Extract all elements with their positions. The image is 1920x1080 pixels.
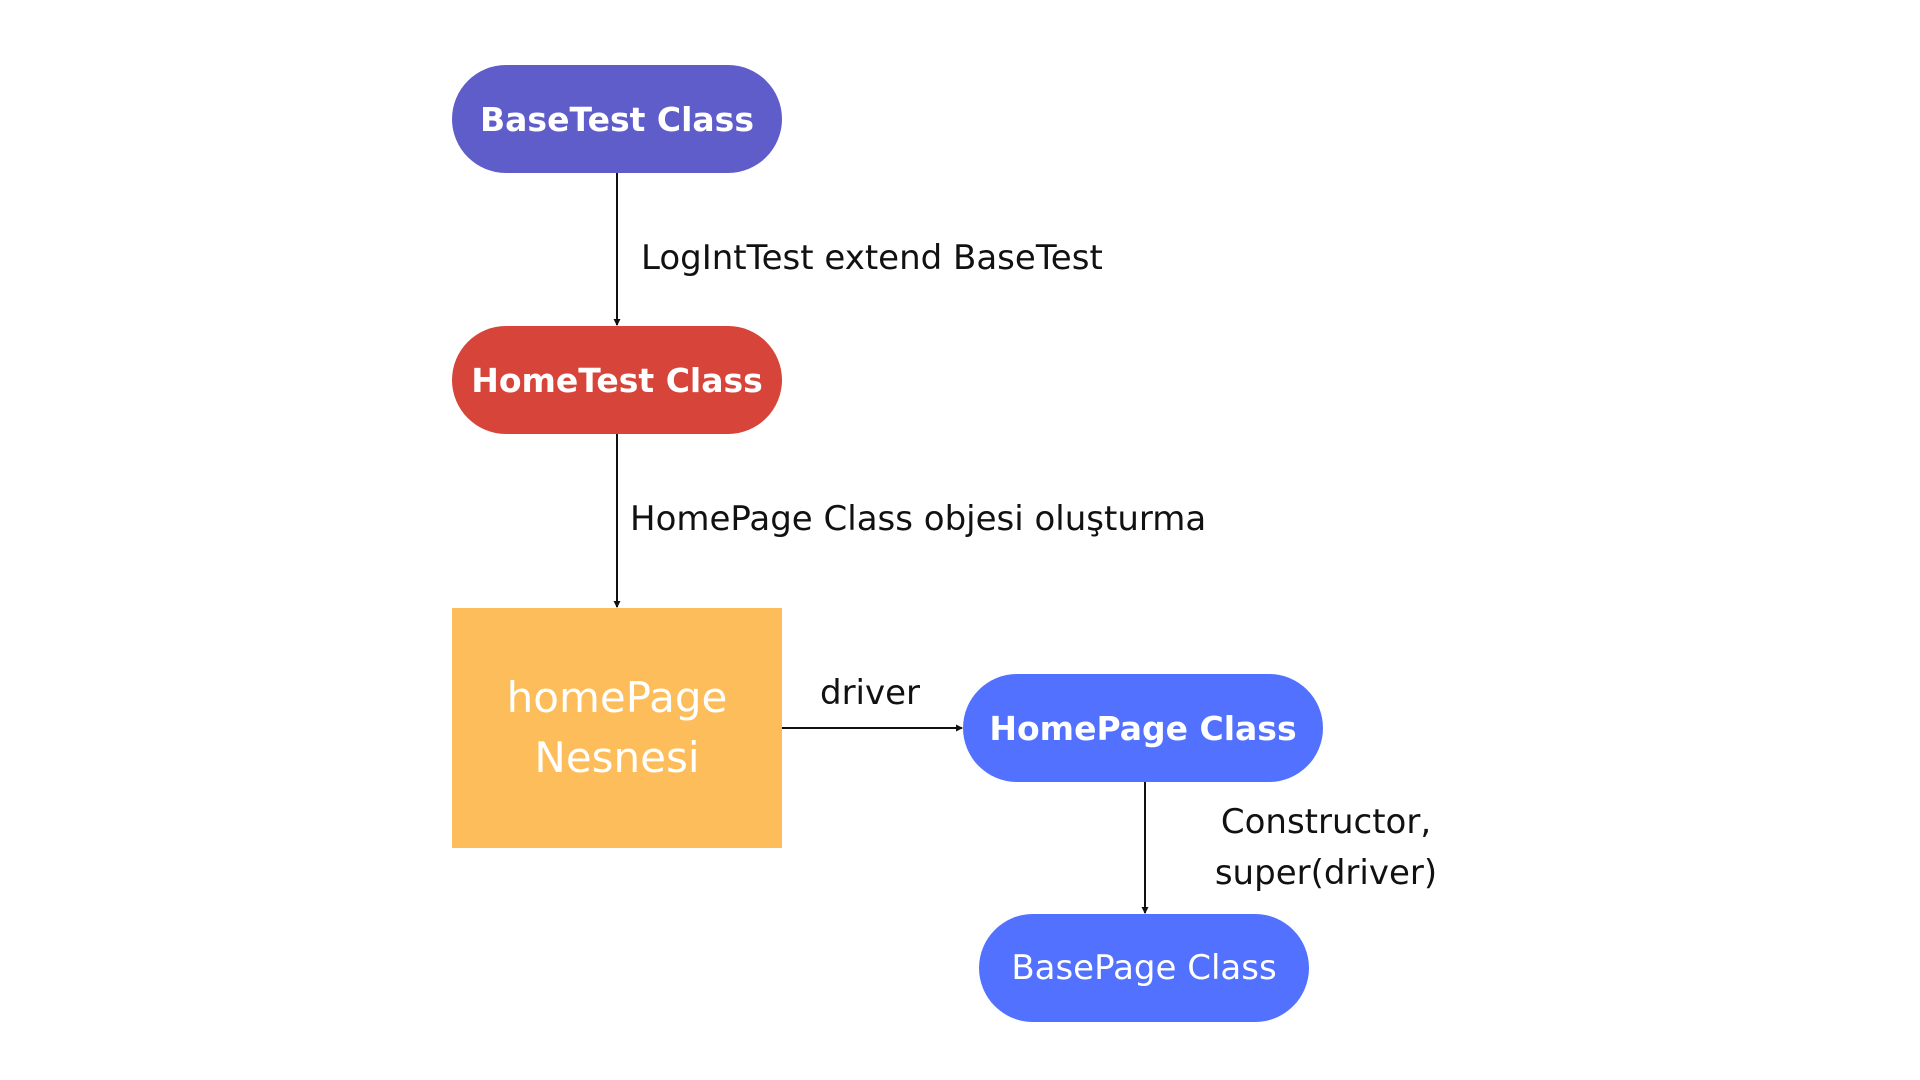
homepage-object-node: homePage Nesnesi	[452, 608, 782, 848]
hometest-class-label: HomeTest Class	[471, 360, 763, 400]
basepage-class-label: BasePage Class	[1011, 948, 1277, 988]
basepage-class-node: BasePage Class	[979, 914, 1309, 1022]
edge-label-constructor: Constructor, super(driver)	[1210, 797, 1442, 899]
homepage-object-label-line1: homePage	[506, 673, 728, 722]
basetest-class-node: BaseTest Class	[452, 65, 782, 173]
edge-label-create-object: HomePage Class objesi oluşturma	[630, 499, 1207, 539]
homepage-object-label-line2: Nesnesi	[534, 733, 700, 782]
homepage-class-label: HomePage Class	[989, 708, 1297, 748]
edge-label-driver: driver	[820, 673, 921, 713]
edge-label-extend: LogIntTest extend BaseTest	[641, 238, 1103, 278]
edge-label-constructor-line2: super(driver)	[1214, 853, 1438, 893]
basetest-class-label: BaseTest Class	[480, 99, 754, 139]
hometest-class-node: HomeTest Class	[452, 326, 782, 434]
edge-label-constructor-line1: Constructor,	[1220, 802, 1432, 842]
homepage-class-node: HomePage Class	[963, 674, 1323, 782]
